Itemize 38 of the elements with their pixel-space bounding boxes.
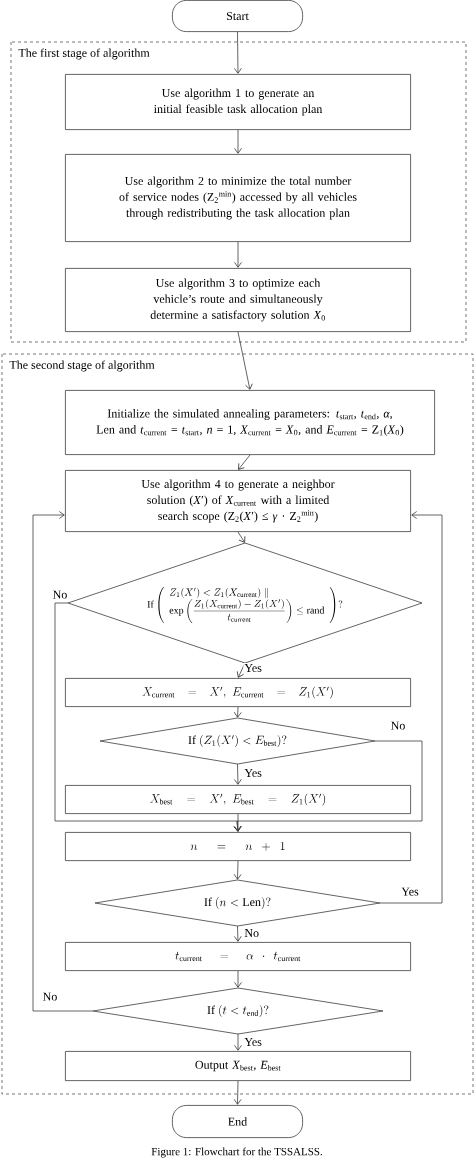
arrow [237, 331, 253, 390]
edge-label: Yes [243, 768, 263, 778]
arrow [233, 706, 242, 718]
process-box: Use algorithm 4 to generate a neighbor solution (X′) of X$_{current}$ with a limited search scope (Z$_{2}$(X′) ≤ γ · Z$_{2}$$^{min}$) [65, 470, 411, 532]
process-box: $t_{\mathrm{current}}=\alpha\cdot t_{\mathrm{current}}$ [65, 942, 411, 971]
process-box: Use algorithm 3 to optimize each vehicle’s route and simultaneously determine a satisfactory solution X$_{0}$ [65, 268, 411, 332]
process-box: Use algorithm 1 to generate an initial feasible task allocation plan [65, 74, 411, 130]
arrow [234, 970, 242, 988]
process-box: $X_{\mathrm{best}}=X',\ E_{\mathrm{best}}=Z_1(X')$ [65, 785, 411, 814]
process-box: $X_{\mathrm{current}}=X',\ E_{\mathrm{current}}=Z_1(X')$ [65, 678, 411, 707]
arrow [233, 860, 242, 880]
arrow [234, 31, 242, 74]
edge-label: Yes [243, 1037, 263, 1047]
terminal-box: Start [172, 0, 303, 32]
arrow [233, 925, 242, 942]
process-box: Use algorithm 2 to minimize the total number of service nodes (Z$_{2}$$^{min}$) accessed by all vehicles through redistributing the task allocation plan [65, 154, 411, 242]
arrow [237, 531, 246, 543]
arrow [233, 763, 242, 785]
edge-label: No [51, 589, 69, 600]
process-box: Initialize the simulated annealing parameters: t$_{start}$, t$_{end}$, α, Len and t$_{current}$ = t$_{start}$, n = 1, X$_{current}$ = X$_{0}$, and E$_{current}$ = Z$_{1}$(X$_{0}$) [65, 390, 435, 455]
arrow [233, 740, 423, 832]
terminal-box: End [172, 1105, 303, 1138]
edge-label: Yes [400, 886, 420, 897]
arrow [234, 241, 242, 268]
arrow [234, 129, 242, 154]
edge-label: No [243, 928, 261, 938]
arrow [379, 511, 443, 904]
edge-label: No [389, 720, 407, 731]
edge-label: No [41, 991, 59, 1002]
edge-label: Yes [243, 663, 263, 673]
arrow [32, 511, 94, 1012]
arrow [238, 454, 251, 470]
arrow [234, 813, 242, 832]
arrow [233, 1080, 242, 1105]
process-box: Output X$_{best}$, E$_{best}$ [65, 1051, 411, 1081]
caption: Figure 1: Flowchart for the TSSALSS. [151, 1147, 322, 1158]
arrow [234, 1033, 242, 1051]
process-box: $n=n+1$ [65, 832, 411, 861]
